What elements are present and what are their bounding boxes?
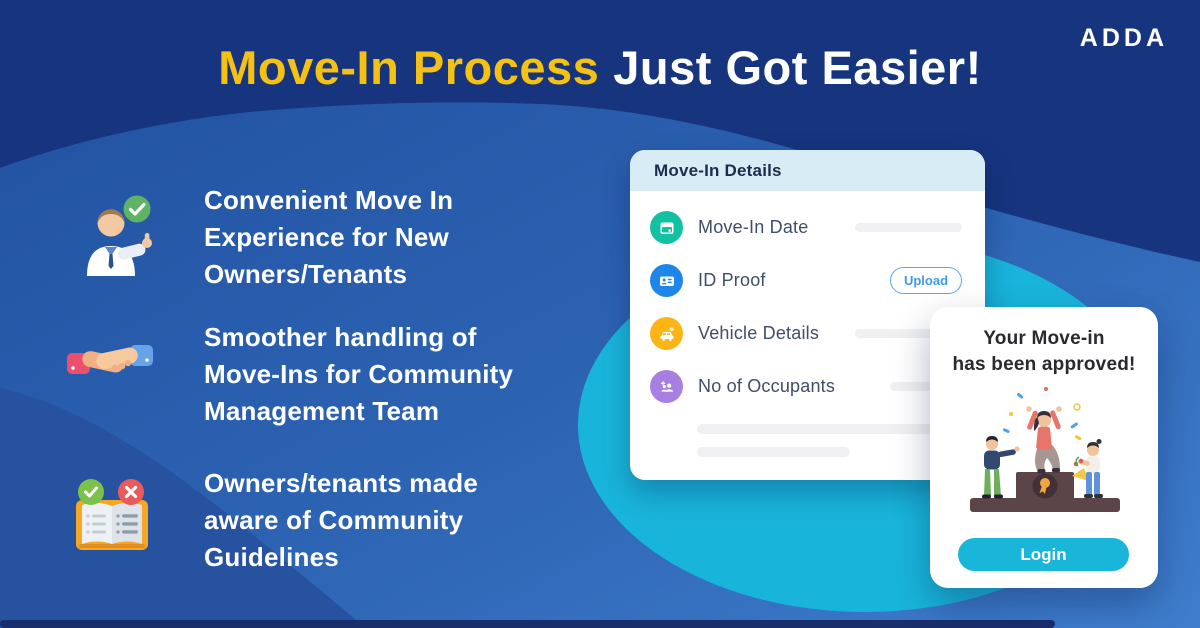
feature-text-1: Convenient Move In Experience for New Ow… <box>204 185 454 289</box>
page-title-rest: Just Got Easier! <box>613 41 982 94</box>
move-in-details-card: Move-In Details Move-In Date <box>630 150 985 480</box>
move-in-date-placeholder-bar <box>855 223 962 232</box>
move-in-date-row: Move-In Date <box>630 201 985 254</box>
page-title-accent: Move-In Process <box>218 41 600 94</box>
skeleton-bar-long <box>697 424 949 434</box>
approval-card: Your Move-in has been approved! <box>930 307 1158 588</box>
occupants-placeholder-bar <box>890 382 962 391</box>
person-approved-icon <box>87 195 152 276</box>
occupants-label: No of Occupants <box>698 376 836 396</box>
id-proof-row: ID Proof Upload <box>630 254 985 307</box>
approval-message-line2: has been approved! <box>952 354 1136 375</box>
move-in-card-title: Move-In Details <box>630 150 985 191</box>
celebration-illustration <box>970 387 1120 512</box>
bottom-left-blob <box>0 388 366 628</box>
id-card-icon <box>650 264 683 297</box>
feature-text-3: Owners/tenants made aware of Community G… <box>204 468 478 572</box>
adda-logo: ADDA <box>1079 24 1168 52</box>
feature-text-2: Smoother handling of Move-Ins for Commun… <box>204 322 514 426</box>
vehicle-details-label: Vehicle Details <box>698 323 820 343</box>
move-in-rows: Move-In Date ID Proof Upload <box>630 191 985 413</box>
top-navy-blob <box>0 0 1200 262</box>
vehicle-details-placeholder-bar <box>855 329 962 338</box>
handshake-icon <box>67 345 153 374</box>
occupants-row: No of Occupants <box>630 360 985 413</box>
skeleton-bar-short <box>697 447 850 457</box>
occupants-icon <box>650 370 683 403</box>
guidelines-book-icon <box>76 479 148 550</box>
vehicle-details-row: Vehicle Details <box>630 307 985 360</box>
approval-message: Your Move-in has been approved! <box>930 307 1158 378</box>
upload-button[interactable]: Upload <box>890 267 962 294</box>
login-button[interactable]: Login <box>958 538 1129 571</box>
car-icon <box>650 317 683 350</box>
move-in-date-label: Move-In Date <box>698 217 809 237</box>
approval-message-line1: Your Move-in <box>983 328 1105 349</box>
bottom-navy-strip <box>0 620 1055 628</box>
id-proof-label: ID Proof <box>698 270 766 290</box>
calendar-icon <box>650 211 683 244</box>
